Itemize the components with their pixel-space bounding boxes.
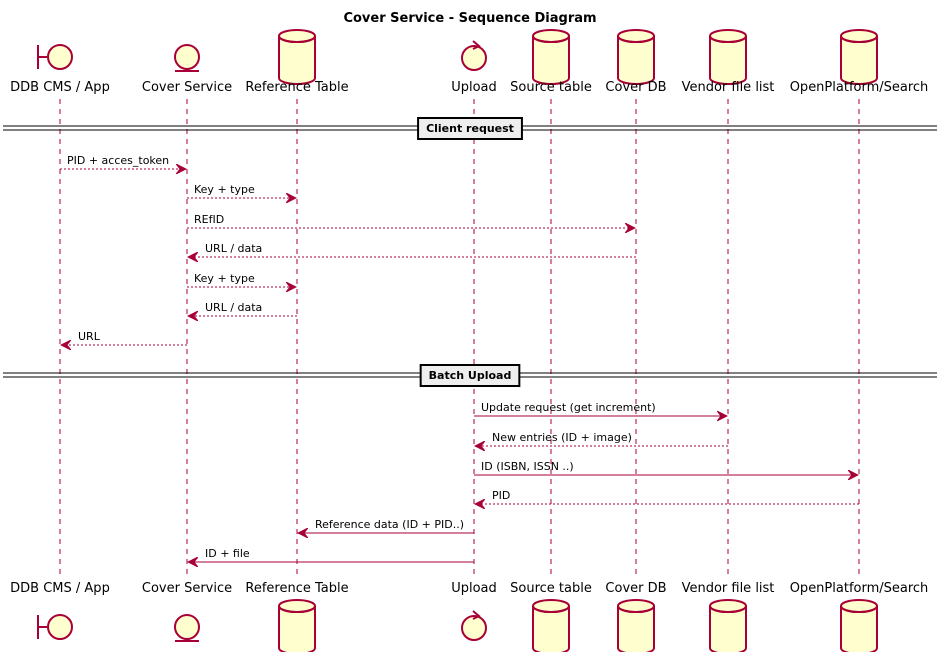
database-icon bbox=[278, 29, 316, 85]
participant-footer-label-up: Upload bbox=[451, 581, 497, 596]
message: URL bbox=[61, 330, 187, 345]
section-label-box bbox=[417, 117, 523, 140]
message: Update request (get increment) bbox=[474, 401, 727, 416]
message-label: New entries (ID + image) bbox=[492, 431, 632, 444]
message-label: Reference data (ID + PID..) bbox=[315, 518, 464, 531]
participant-label-ref: Reference Table bbox=[245, 80, 348, 95]
participant-label-svc: Cover Service bbox=[142, 80, 232, 95]
message-label: REfID bbox=[194, 213, 224, 226]
message: REfID bbox=[187, 213, 635, 228]
boundary-icon bbox=[37, 44, 73, 70]
participant-footer-label-ref: Reference Table bbox=[245, 581, 348, 596]
participant-footer-label-ops: OpenPlatform/Search bbox=[790, 581, 929, 596]
message: Key + type bbox=[187, 183, 296, 198]
participant-footer-label-cdb: Cover DB bbox=[605, 581, 666, 596]
section-label: Client request bbox=[426, 122, 514, 135]
database-icon bbox=[617, 599, 655, 652]
boundary-icon bbox=[37, 614, 73, 640]
diagram-title: Cover Service - Sequence Diagram bbox=[343, 11, 596, 26]
database-icon bbox=[532, 29, 570, 85]
message-label: ID (ISBN, ISSN ..) bbox=[481, 460, 574, 473]
message: PID bbox=[475, 489, 859, 504]
message-label: URL / data bbox=[205, 242, 262, 255]
message: PID + acces_token bbox=[60, 154, 186, 169]
message-label: URL / data bbox=[205, 301, 262, 314]
message: Reference data (ID + PID..) bbox=[298, 518, 474, 533]
database-icon bbox=[840, 29, 878, 85]
message-label: Key + type bbox=[194, 272, 255, 285]
participant-footer-label-svc: Cover Service bbox=[142, 581, 232, 596]
message: URL / data bbox=[188, 301, 297, 316]
message-label: Update request (get increment) bbox=[481, 401, 656, 414]
participant-label-vfl: Vendor file list bbox=[682, 80, 775, 95]
message-label: PID + acces_token bbox=[67, 154, 169, 167]
message: ID (ISBN, ISSN ..) bbox=[474, 460, 858, 475]
participant-label-src: Source table bbox=[510, 80, 592, 95]
participant-label-ops: OpenPlatform/Search bbox=[790, 80, 929, 95]
message-label: ID + file bbox=[205, 547, 250, 560]
participant-label-cdb: Cover DB bbox=[605, 80, 666, 95]
section-divider: Client request bbox=[3, 117, 937, 140]
section-label: Batch Upload bbox=[429, 369, 512, 382]
message-label: Key + type bbox=[194, 183, 255, 196]
message: ID + file bbox=[188, 547, 474, 562]
message: Key + type bbox=[187, 272, 296, 287]
participant-footer-label-src: Source table bbox=[510, 581, 592, 596]
control-icon bbox=[461, 40, 487, 71]
database-icon bbox=[709, 29, 747, 85]
message: URL / data bbox=[188, 242, 636, 257]
database-icon bbox=[532, 599, 570, 652]
participant-label-app: DDB CMS / App bbox=[10, 80, 110, 95]
participant-footer-label-vfl: Vendor file list bbox=[682, 581, 775, 596]
lifelines bbox=[59, 99, 860, 574]
database-icon bbox=[617, 29, 655, 85]
entity-icon bbox=[174, 614, 200, 642]
database-icon bbox=[709, 599, 747, 652]
message-label: PID bbox=[492, 489, 510, 502]
database-icon bbox=[278, 599, 316, 652]
message: New entries (ID + image) bbox=[475, 431, 728, 446]
control-icon bbox=[461, 610, 487, 641]
section-divider: Batch Upload bbox=[3, 364, 937, 387]
section-label-box bbox=[419, 364, 521, 387]
message-label: URL bbox=[78, 330, 101, 343]
participant-footer-label-app: DDB CMS / App bbox=[10, 581, 110, 596]
participant-label-up: Upload bbox=[451, 80, 497, 95]
entity-icon bbox=[174, 44, 200, 72]
database-icon bbox=[840, 599, 878, 652]
